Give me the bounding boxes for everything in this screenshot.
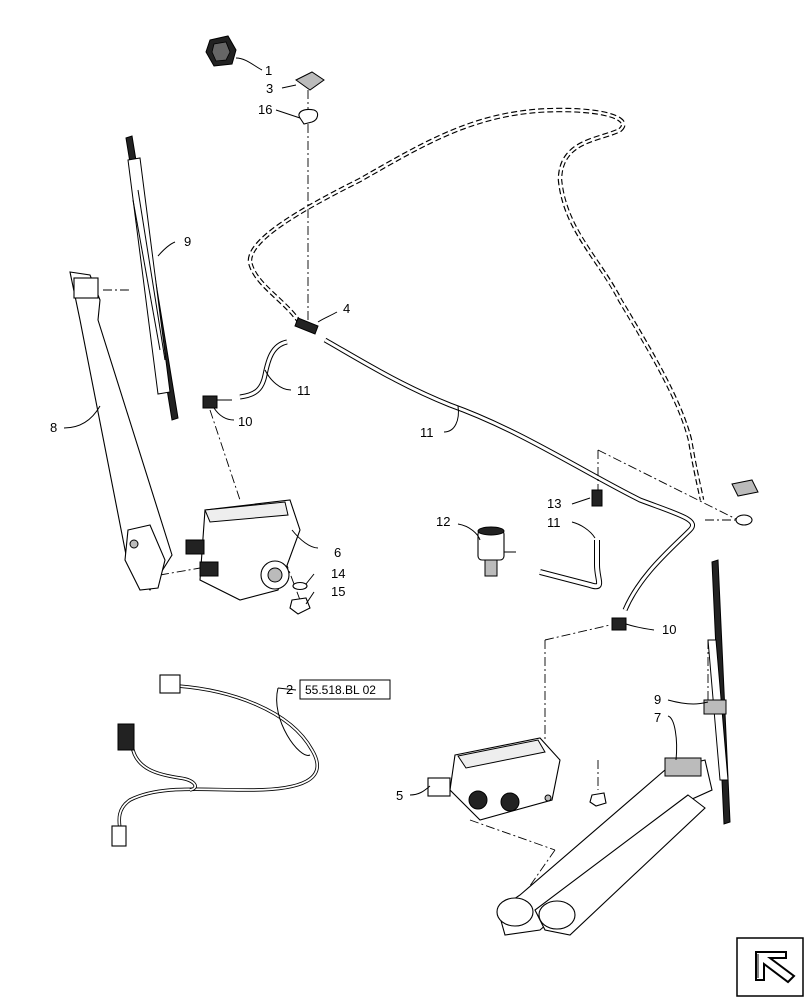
callout-12: 12 xyxy=(436,514,450,529)
washer-hose-11-pump xyxy=(539,540,603,590)
callout-4: 4 xyxy=(343,301,350,316)
nut-part-15 xyxy=(289,597,311,615)
callout-6: 6 xyxy=(334,545,341,560)
washer-pump-part-12 xyxy=(477,526,516,577)
assembly-centerlines xyxy=(103,90,739,901)
hose-connector-part-4 xyxy=(294,317,319,335)
washer-nozzle-left-part-10 xyxy=(202,395,232,409)
wiper-blade-right-part-9 xyxy=(703,559,731,825)
wiper-arm-left-part-8 xyxy=(69,271,173,591)
check-valve-part-13 xyxy=(591,489,603,507)
washer-nozzle-right-part-10 xyxy=(611,617,627,631)
callout-9-right: 9 xyxy=(654,692,661,707)
callout-15: 15 xyxy=(331,584,345,599)
callout-11-middle: 11 xyxy=(420,425,434,440)
washer-hose-11-long xyxy=(323,337,695,611)
switch-plate-part-3 xyxy=(295,71,325,91)
wiper-motor-part-6 xyxy=(185,499,301,601)
callout-3: 3 xyxy=(266,81,273,96)
callout-9-left: 9 xyxy=(184,234,191,249)
callout-10-right: 10 xyxy=(662,622,676,637)
arrow-pointing-down-left-icon[interactable] xyxy=(736,937,804,997)
wiper-blade-left-part-9 xyxy=(125,135,179,421)
wiper-arm-right-part-7 xyxy=(496,757,713,936)
callout-7: 7 xyxy=(654,710,661,725)
callout-1: 1 xyxy=(265,63,272,78)
callout-13: 13 xyxy=(547,496,561,511)
callout-10-left: 10 xyxy=(238,414,252,429)
washer-hose-11-short xyxy=(239,339,288,400)
reference-box[interactable]: 55.518.BL 02 xyxy=(299,679,391,700)
wiring-harness-part-2 xyxy=(111,674,319,847)
hose-clip-right xyxy=(731,479,759,526)
callout-14: 14 xyxy=(331,566,345,581)
wiper-motor-part-5 xyxy=(427,737,561,821)
washer-ring-part-14 xyxy=(292,581,308,591)
nut-motor-right xyxy=(589,792,607,807)
callout-16: 16 xyxy=(258,102,272,117)
callout-leaders xyxy=(63,57,709,796)
callout-8: 8 xyxy=(50,420,57,435)
retaining-clip-part-16 xyxy=(298,108,319,125)
callout-5: 5 xyxy=(396,788,403,803)
reference-label: 55.518.BL 02 xyxy=(305,683,376,697)
callout-11-left: 11 xyxy=(297,383,311,398)
washer-hose-loop xyxy=(247,107,705,501)
wiper-switch-part-1 xyxy=(205,35,237,67)
callout-2: 2 xyxy=(286,682,293,697)
callout-11-pump: 11 xyxy=(547,515,561,530)
